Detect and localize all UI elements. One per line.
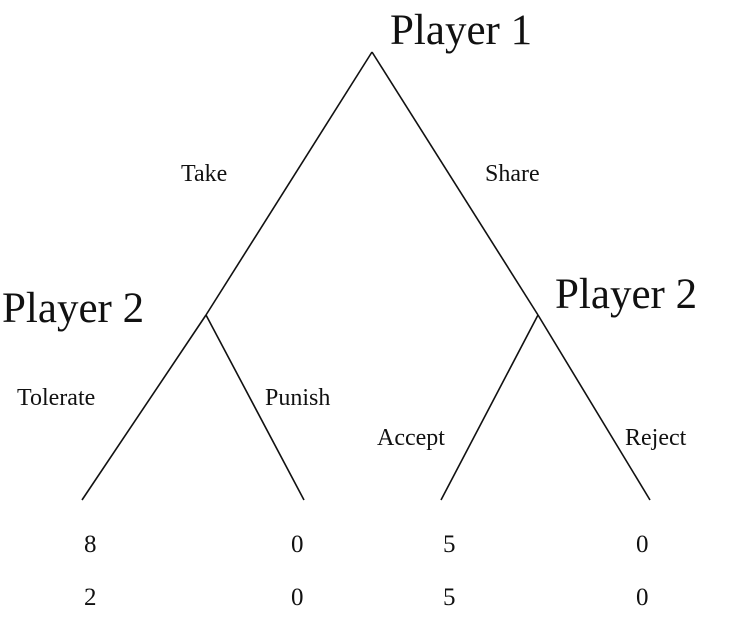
- payoff-punish-p2: 0: [291, 584, 304, 611]
- payoff-accept-p1: 5: [443, 531, 456, 558]
- edge-punish: [205, 314, 305, 501]
- payoff-tolerate-p1: 8: [84, 531, 97, 558]
- payoff-accept-p2: 5: [443, 584, 456, 611]
- action-reject-label: Reject: [625, 425, 687, 451]
- edge-tolerate: [81, 314, 207, 501]
- action-take-label: Take: [181, 161, 227, 187]
- edge-reject: [537, 314, 651, 501]
- action-punish-label: Punish: [265, 385, 330, 411]
- edge-share: [371, 51, 539, 316]
- payoff-tolerate-p2: 2: [84, 584, 97, 611]
- edge-take: [205, 51, 373, 316]
- player-2-left-label: Player 2: [2, 285, 144, 332]
- action-accept-label: Accept: [377, 425, 445, 451]
- payoff-punish-p1: 0: [291, 531, 304, 558]
- payoff-reject-p2: 0: [636, 584, 649, 611]
- action-tolerate-label: Tolerate: [17, 385, 95, 411]
- edge-accept: [440, 314, 539, 501]
- action-share-label: Share: [485, 161, 540, 187]
- payoff-reject-p1: 0: [636, 531, 649, 558]
- player-2-right-label: Player 2: [555, 271, 697, 318]
- player-1-label: Player 1: [390, 7, 532, 54]
